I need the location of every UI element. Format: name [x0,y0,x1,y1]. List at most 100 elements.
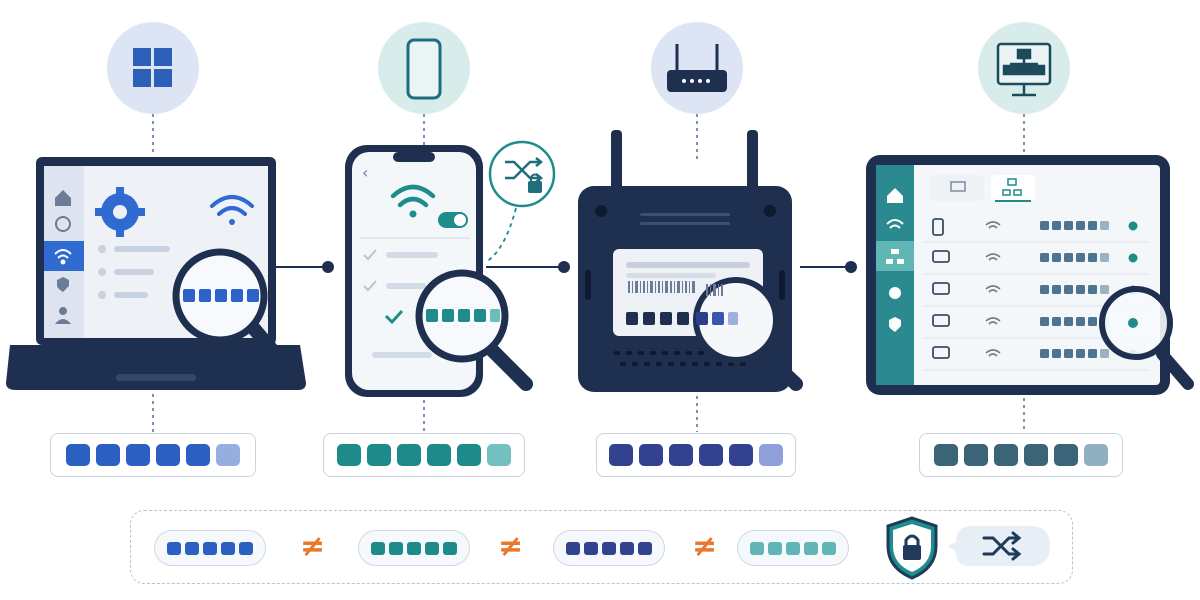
row-mac-square [1088,253,1097,262]
phone-magnifier [415,269,533,391]
mac-pill-2 [358,530,470,566]
row-wifi-icon [985,285,1001,293]
shield-lock-icon [886,516,938,580]
row-mac-square [1040,349,1049,358]
row-mac-square [1064,253,1073,262]
row-mac-square [1040,221,1049,230]
security-result [886,516,1050,580]
windows-laptop [6,157,306,390]
row-mac-square [1064,221,1073,230]
tablet-magnifier [1099,286,1194,390]
row-mac-square [1040,253,1049,262]
shuffle-icon [982,531,1022,561]
shuffle-bubble [948,526,1050,566]
row-mac-square [1076,253,1085,262]
laptop-device-icon [932,250,950,263]
router-icon [667,44,727,92]
row-mac-square [1100,253,1109,262]
barcode [628,281,695,293]
status-dot [1128,221,1138,231]
wifi-toggle[interactable] [438,212,468,228]
connector-2 [486,261,570,273]
row-wifi-icon [985,317,1001,325]
camera-device-icon [932,346,950,359]
router [578,130,803,392]
phone-device-icon [932,218,944,236]
svg-text:‹: ‹ [362,163,368,182]
row-mac-square [1100,285,1109,294]
tablet-network-icon [886,249,904,264]
row-mac-square [1064,285,1073,294]
row-mac-square [1064,317,1073,326]
shuffle-lock-icon [488,140,556,208]
wifi-icon [210,195,254,225]
speaker-device-icon [932,314,950,327]
row-wifi-icon [985,253,1001,261]
not-equal-sign-1: ≠ [300,529,326,564]
gamepad-device-icon [932,282,950,295]
network-monitor-icon [996,42,1052,97]
smartphone: ‹ [345,140,556,397]
smartphone-icon [406,38,442,100]
row-mac-square [1100,221,1109,230]
top-connectors [152,114,1025,160]
not-equal-sign-3: ≠ [692,529,718,564]
row-wifi-icon [985,349,1001,357]
tablet-shield-icon [889,317,901,332]
tablet-home-icon [887,188,903,203]
row-mac-square [1040,285,1049,294]
sidebar-globe-icon [55,216,71,232]
mac-chip-tablet [919,433,1123,477]
status-dot [1128,253,1138,263]
router-circle [651,22,743,114]
comparison-panel [130,510,1073,584]
mac-pill-1 [154,530,266,566]
row-mac-square [1040,317,1049,326]
device-row[interactable] [922,218,1150,243]
windows-circle [107,22,199,114]
network-tablet [866,155,1194,395]
network-list [363,249,377,292]
mac-chip-router [596,433,796,477]
phone-wifi-icon [390,184,436,218]
sidebar-wifi-icon [54,249,72,265]
row-mac-square [1100,349,1109,358]
row-mac-square [1052,349,1061,358]
row-mac-square [1052,253,1061,262]
row-mac-square [1052,317,1061,326]
row-mac-square [1052,285,1061,294]
tablet-sidebar-icons [886,188,904,332]
row-mac-square [1064,349,1073,358]
router-magnifier [693,277,803,391]
tab-network[interactable] [991,175,1035,201]
sidebar-shield-icon [57,277,69,292]
tablet-wifi-icon [886,219,904,229]
row-mac-square [1076,317,1085,326]
mac-pill-4 [737,530,849,566]
row-wifi-icon [985,221,1001,229]
tablet-gear-icon [889,287,901,299]
gear-icon [95,187,145,237]
mac-chip-laptop [50,433,256,477]
connector-3 [800,261,857,273]
connector-1 [270,261,334,273]
row-mac-square [1076,349,1085,358]
row-mac-square [1088,349,1097,358]
row-mac-square [1088,221,1097,230]
sidebar-user-icon [55,307,71,324]
device-row[interactable] [922,250,1150,275]
row-mac-square [1076,285,1085,294]
mac-pill-3 [553,530,665,566]
settings-list [98,245,170,299]
windows-logo-icon [133,48,172,87]
mac-chip-phone [323,433,525,477]
row-mac-square [1076,221,1085,230]
phone-circle [378,22,470,114]
row-mac-square [1052,221,1061,230]
not-equal-sign-2: ≠ [498,529,524,564]
row-mac-square [1088,317,1097,326]
laptop-magnifier [172,248,303,385]
bottom-connectors [152,394,1025,432]
tab-devices[interactable] [930,175,984,201]
